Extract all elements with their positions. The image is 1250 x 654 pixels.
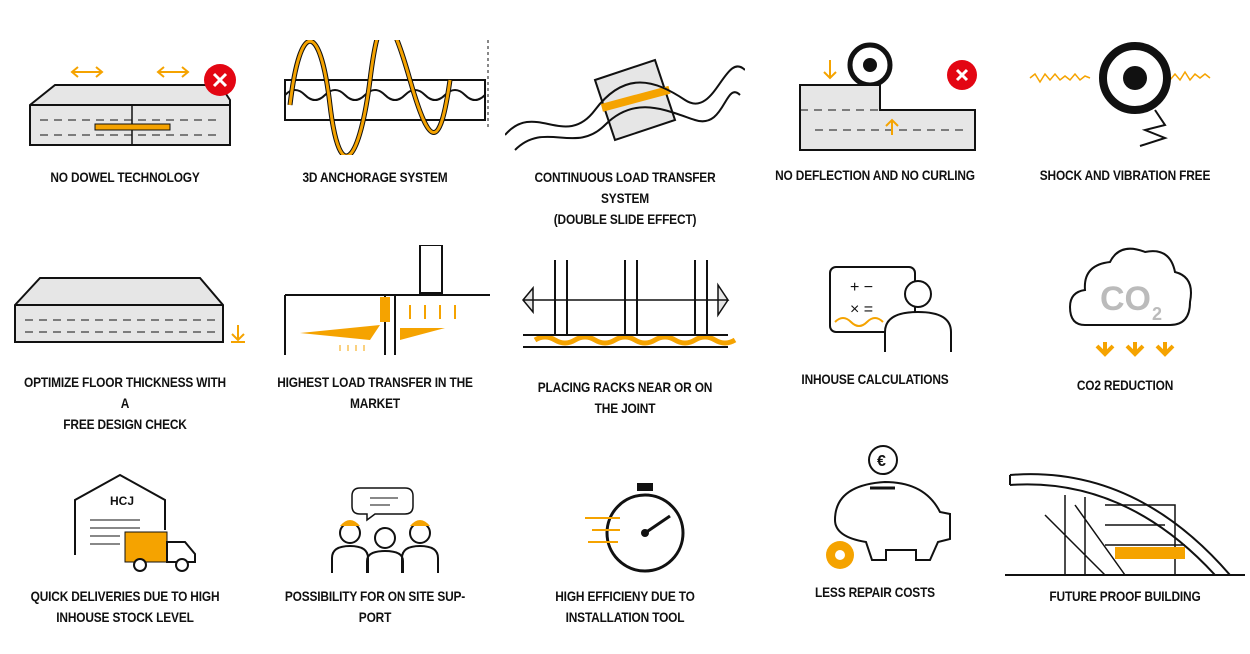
feature-label: NO DEFLECTION AND NO CURLING	[775, 167, 975, 183]
feature-label: 3D ANCHORAGE SYSTEM	[302, 169, 448, 185]
svg-text:× =: × =	[850, 301, 873, 318]
feature-less-repair: € LESS REPAIR COSTS	[750, 440, 1000, 603]
feature-label: HIGH EFFICIENY DUE TO INSTALLATION TOOL	[555, 588, 695, 625]
feature-inhouse-calculations: + − × = INHOUSE CALCULATIONS	[750, 262, 1000, 390]
feature-no-deflection: NO DEFLECTION AND NO CURLING	[750, 30, 1000, 186]
svg-text:2: 2	[1152, 304, 1162, 324]
feature-load-transfer: HIGHEST LOAD TRANSFER IN THE MARKET	[250, 245, 500, 414]
feature-co2: CO 2 CO2 REDUCTION	[1000, 240, 1250, 396]
feature-label: QUICK DELIVERIES DUE TO HIGH INHOUSE STO…	[30, 588, 220, 625]
feature-label: OPTIMIZE FLOOR THICKNESS WITH A FREE DES…	[23, 374, 226, 432]
piggy-bank-icon: €	[826, 440, 990, 569]
wheel-deflection-icon	[760, 30, 977, 155]
warehouse-truck-icon: HCJ	[10, 470, 240, 580]
wheel-vibration-icon	[1010, 30, 1240, 155]
calculation-board-icon: + − × =	[760, 262, 990, 352]
feature-racks: PLACING RACKS NEAR OR ON THE JOINT	[500, 255, 750, 419]
feature-label: CONTINUOUS LOAD TRANSFER SYSTEM (DOUBLE …	[534, 169, 716, 227]
feature-label: POSSIBILITY FOR ON SITE SUP- PORT	[284, 588, 466, 625]
feature-floor-thickness: OPTIMIZE FLOOR THICKNESS WITH A FREE DES…	[0, 250, 250, 435]
slab-no-dowel-icon	[10, 64, 236, 155]
feature-shock-free: SHOCK AND VIBRATION FREE	[1000, 30, 1250, 186]
feature-label: FUTURE PROOF BUILDING	[1049, 588, 1201, 604]
stopwatch-icon	[585, 483, 740, 578]
feature-high-efficiency: HIGH EFFICIENY DUE TO INSTALLATION TOOL	[500, 478, 750, 628]
racks-icon	[505, 260, 745, 355]
svg-text:+ −: + −	[850, 279, 873, 296]
feature-label: NO DOWEL TECHNOLOGY	[50, 169, 200, 185]
anchorage-wave-icon	[260, 40, 490, 155]
slab-thickness-icon	[5, 250, 245, 360]
sleeve-wave-icon	[505, 40, 745, 155]
feature-label: INHOUSE CALCULATIONS	[801, 371, 949, 387]
building-icon	[1005, 465, 1245, 580]
feature-label: LESS REPAIR COSTS	[815, 584, 935, 600]
feature-continuous-load: CONTINUOUS LOAD TRANSFER SYSTEM (DOUBLE …	[500, 40, 750, 230]
svg-text:HCJ: HCJ	[110, 494, 134, 508]
svg-text:€: €	[877, 453, 886, 470]
feature-onsite-support: POSSIBILITY FOR ON SITE SUP- PORT	[250, 478, 500, 628]
co2-cloud-icon: CO 2	[1010, 240, 1240, 365]
team-support-icon	[260, 478, 490, 573]
feature-label: CO2 REDUCTION	[1076, 377, 1174, 393]
feature-label: SHOCK AND VIBRATION FREE	[1039, 167, 1211, 183]
feature-future-proof: FUTURE PROOF BUILDING	[1000, 465, 1250, 607]
feature-label: HIGHEST LOAD TRANSFER IN THE MARKET	[277, 374, 473, 411]
feature-no-dowel: NO DOWEL TECHNOLOGY	[0, 40, 250, 188]
feature-3d-anchorage: 3D ANCHORAGE SYSTEM	[250, 40, 500, 188]
feature-label: PLACING RACKS NEAR OR ON THE JOINT	[537, 379, 713, 416]
feature-quick-deliveries: HCJ QUICK DELIVERIES DUE TO HIGH INHOUSE…	[0, 470, 250, 628]
co2-text: CO	[1100, 280, 1151, 318]
load-transfer-icon	[260, 245, 490, 360]
